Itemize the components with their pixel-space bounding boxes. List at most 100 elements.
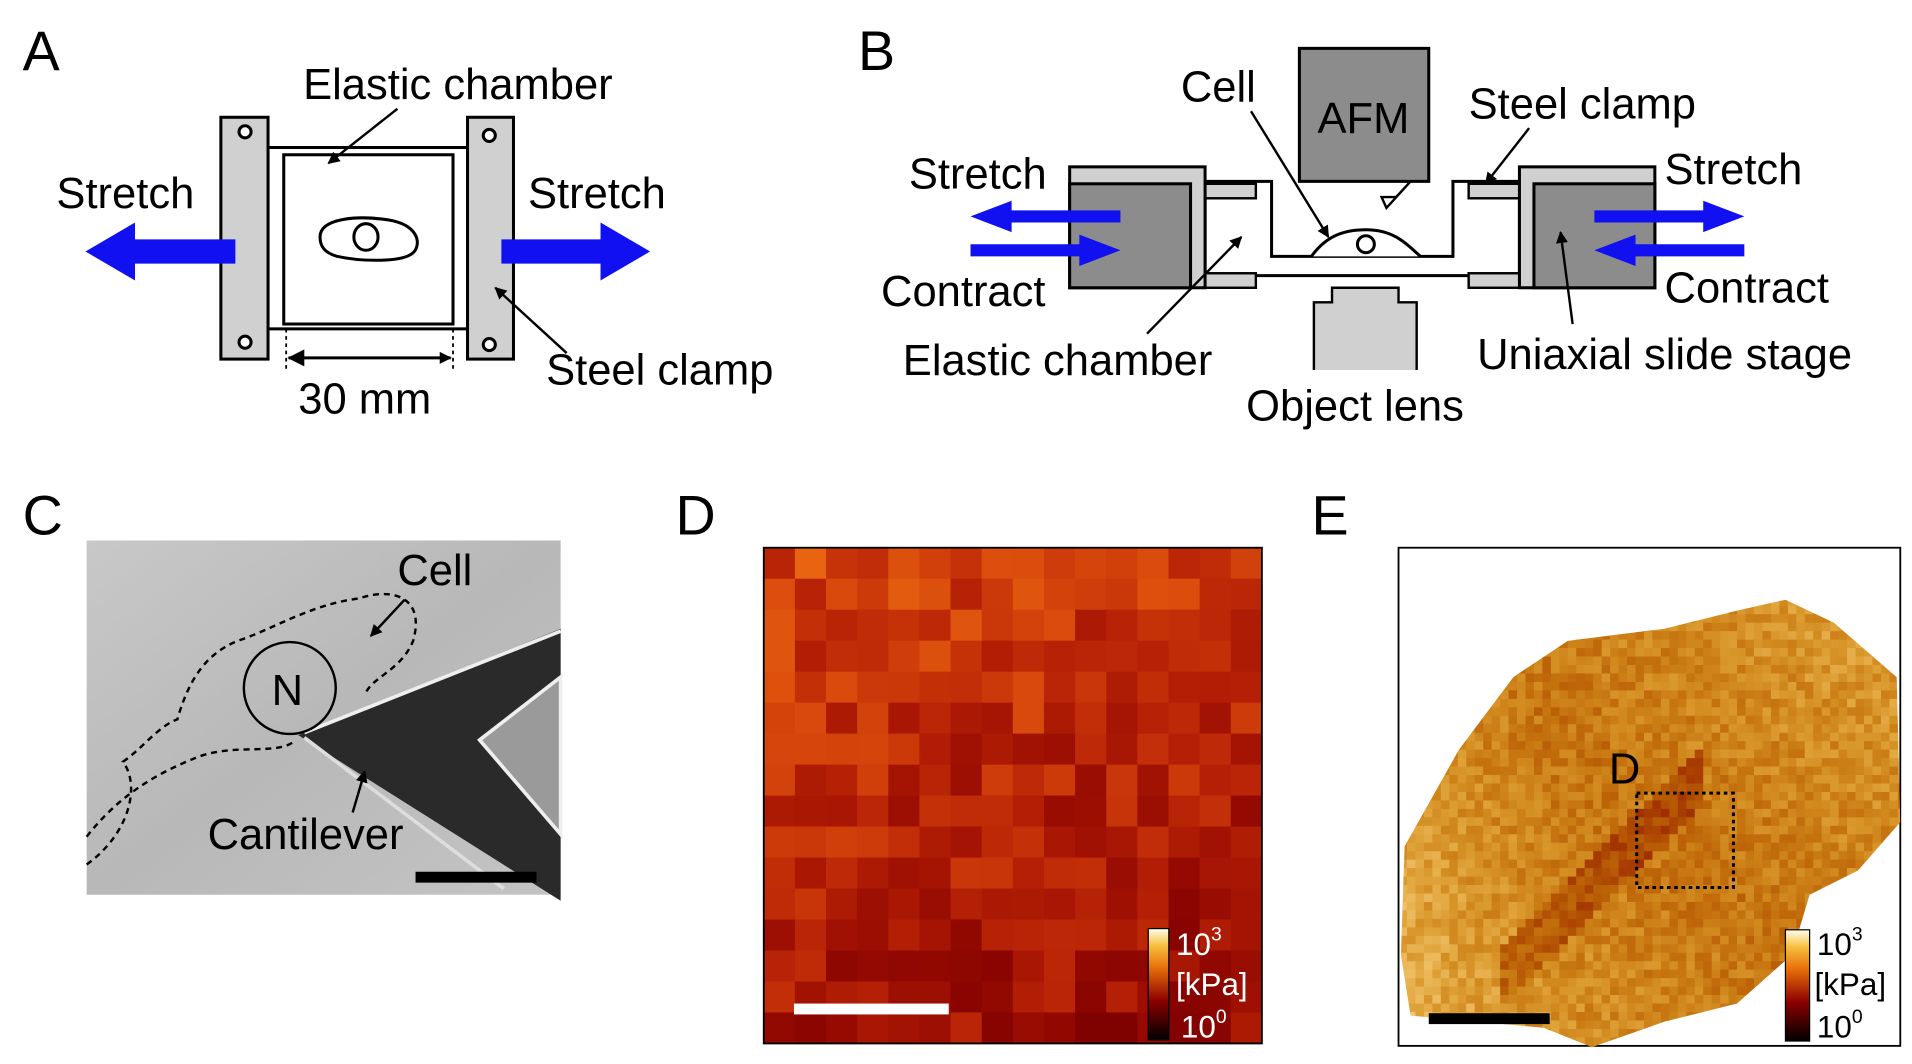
- map-pixel: [1813, 673, 1823, 683]
- map-pixel: [1847, 749, 1856, 759]
- map-pixel: [1483, 885, 1492, 894]
- map-pixel: [1635, 631, 1645, 640]
- map-pixel: [1542, 681, 1552, 691]
- map-pixel: [1508, 986, 1518, 996]
- map-pixel: [1855, 681, 1865, 691]
- map-pixel: [1567, 825, 1577, 835]
- map-pixel: [1754, 614, 1763, 624]
- map-pixel: [1542, 800, 1552, 810]
- map-pixel: [888, 578, 921, 611]
- map-pixel: [1406, 859, 1416, 869]
- map-pixel: [1677, 1045, 1687, 1048]
- map-pixel: [1711, 935, 1721, 945]
- map-pixel: [1796, 639, 1806, 649]
- map-pixel: [1804, 648, 1814, 657]
- map-pixel: [1584, 1020, 1594, 1030]
- map-pixel: [1737, 952, 1746, 962]
- map-pixel: [1880, 817, 1890, 827]
- map-pixel: [1576, 673, 1586, 683]
- map-pixel: [1567, 969, 1577, 979]
- map-pixel: [1576, 834, 1586, 844]
- map-pixel: [1542, 986, 1552, 996]
- map-pixel: [1711, 648, 1721, 657]
- map-pixel: [1576, 758, 1586, 767]
- map-pixel: [1745, 842, 1755, 852]
- map-pixel: [1525, 732, 1535, 742]
- map-pixel: [1770, 927, 1780, 937]
- map-pixel: [919, 857, 952, 890]
- map-pixel: [1525, 749, 1535, 759]
- map-pixel: [1491, 868, 1501, 877]
- map-pixel: [1457, 825, 1467, 835]
- map-pixel: [1838, 817, 1848, 827]
- map-pixel: [1720, 961, 1729, 971]
- map-pixel: [794, 888, 827, 921]
- map-pixel: [826, 764, 858, 797]
- map-pixel: [1075, 640, 1107, 673]
- map-pixel: [1542, 690, 1552, 700]
- map-pixel: [1711, 978, 1721, 987]
- map-pixel: [1787, 901, 1797, 911]
- map-pixel: [1491, 1045, 1501, 1048]
- map-pixel: [1787, 1045, 1797, 1048]
- map-pixel: [1787, 910, 1797, 920]
- map-pixel: [1601, 834, 1611, 844]
- map-pixel: [1677, 766, 1687, 776]
- map-pixel: [1542, 952, 1552, 962]
- map-pixel: [1652, 673, 1662, 683]
- map-pixel: [1533, 910, 1543, 920]
- map-pixel: [919, 671, 952, 704]
- map-pixel: [1728, 707, 1738, 717]
- map-pixel: [1703, 656, 1713, 666]
- map-pixel: [1872, 791, 1882, 801]
- map-pixel: [1686, 681, 1696, 691]
- map-pixel: [1457, 783, 1467, 793]
- map-pixel: [1787, 868, 1797, 877]
- map-pixel: [1872, 783, 1882, 793]
- map-pixel: [794, 671, 827, 704]
- map-pixel: [1813, 656, 1823, 666]
- map-pixel: [857, 826, 889, 859]
- map-pixel: [1610, 808, 1619, 818]
- map-pixel: [1864, 749, 1873, 759]
- map-pixel: [1601, 995, 1611, 1004]
- map-pixel: [1779, 698, 1789, 708]
- panel-letter-a: A: [23, 20, 60, 82]
- map-pixel: [1830, 876, 1839, 886]
- map-pixel: [1897, 1045, 1901, 1048]
- map-pixel: [1137, 795, 1170, 828]
- map-pixel: [1567, 639, 1577, 649]
- map-pixel: [1737, 885, 1746, 894]
- map-pixel: [1762, 1045, 1772, 1048]
- map-pixel: [1440, 978, 1450, 987]
- map-pixel: [1043, 1012, 1076, 1045]
- map-pixel: [1787, 622, 1797, 632]
- map-pixel: [1525, 690, 1535, 700]
- map-pixel: [1779, 783, 1789, 793]
- map-pixel: [1754, 715, 1763, 725]
- map-pixel: [1770, 859, 1780, 869]
- map-pixel: [1703, 775, 1713, 784]
- map-pixel: [1720, 1045, 1729, 1048]
- map-pixel: [1813, 648, 1823, 657]
- left-steel-clamp: [219, 115, 270, 361]
- map-pixel: [1686, 969, 1696, 979]
- map-pixel: [1720, 893, 1729, 903]
- map-pixel: [1567, 834, 1577, 844]
- map-pixel: [1677, 927, 1687, 937]
- map-pixel: [1542, 673, 1552, 683]
- map-pixel: [1457, 868, 1467, 877]
- map-pixel: [1012, 640, 1045, 673]
- scale-bar: [1428, 1013, 1550, 1025]
- map-pixel: [763, 578, 796, 611]
- map-pixel: [1635, 766, 1645, 776]
- map-pixel: [1728, 927, 1738, 937]
- map-pixel: [1855, 825, 1865, 835]
- pointer-arrow: [1249, 110, 1330, 239]
- map-pixel: [1669, 851, 1679, 861]
- map-pixel: [1745, 673, 1755, 683]
- map-pixel: [1610, 775, 1619, 784]
- map-pixel: [1770, 614, 1780, 624]
- map-pixel: [1880, 724, 1890, 734]
- map-pixel: [1559, 986, 1569, 996]
